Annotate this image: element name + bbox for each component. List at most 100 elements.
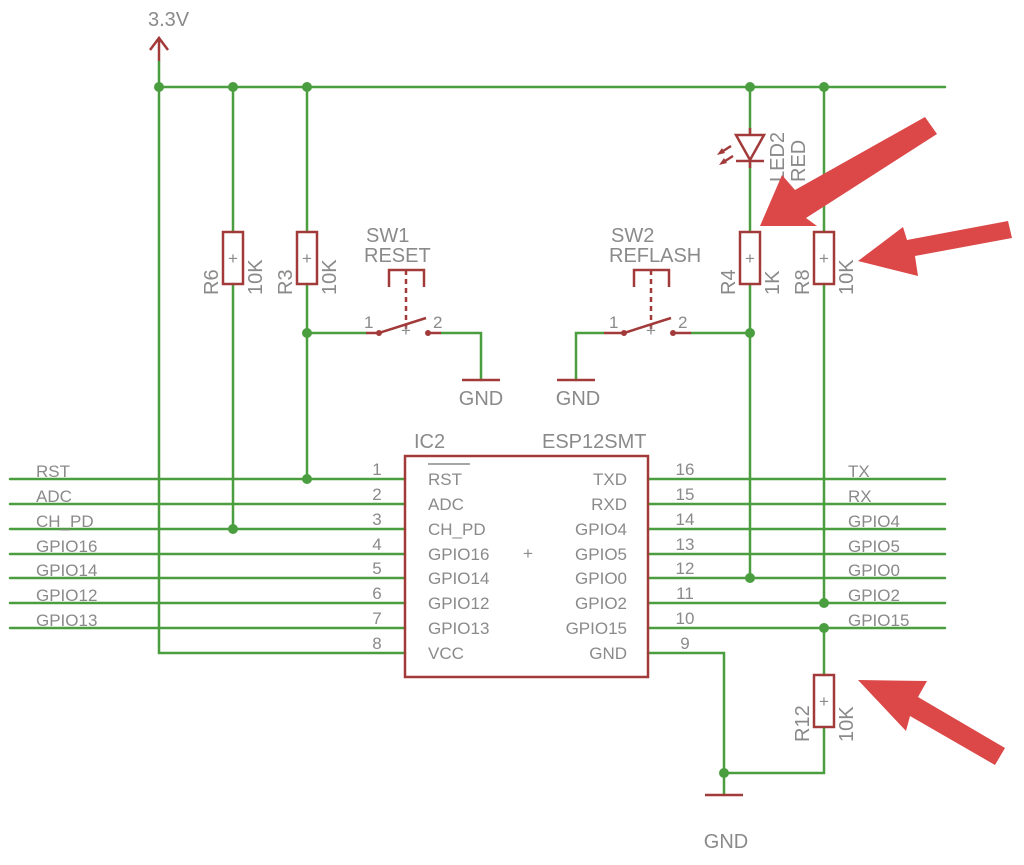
- ic-pin-number: 7: [372, 609, 381, 628]
- r6-value: 10K: [245, 259, 267, 295]
- ic-pin-label: ADC: [428, 495, 464, 514]
- switch-center-mark: +: [646, 321, 656, 340]
- ground-symbol-sw2: GND: [556, 378, 600, 410]
- highlight-arrow-r4: [760, 117, 937, 226]
- r8-value: 10K: [836, 259, 858, 295]
- ic-pin-label: GPIO12: [428, 594, 489, 613]
- r12-name: R12: [792, 705, 814, 742]
- ground-label: GND: [556, 388, 600, 410]
- ic-pin-number: 6: [372, 584, 381, 603]
- ic-pin-label: RXD: [591, 495, 627, 514]
- sw2-pin2: 2: [678, 313, 687, 332]
- ic-pin-number: 5: [372, 559, 381, 578]
- sw2-name: SW2: [611, 225, 654, 247]
- ic-pin-label: VCC: [428, 644, 464, 663]
- net-label: RX: [848, 487, 872, 506]
- resistor-center-mark: +: [302, 249, 312, 268]
- ic-left-pins: RST1RSTADC2ADCCH_PD3CH_PDGPIO164GPIO16GP…: [36, 460, 489, 663]
- ic-pin-label: GPIO5: [575, 545, 627, 564]
- ic-pin-label: GPIO4: [575, 520, 627, 539]
- r8-name: R8: [792, 269, 814, 295]
- sw1-value: RESET: [364, 245, 431, 267]
- ic-pin-label: RST: [428, 470, 462, 489]
- net-label: GPIO0: [848, 561, 900, 580]
- sw2-pin1: 1: [609, 313, 618, 332]
- ic-name: IC2: [414, 431, 445, 453]
- resistor-center-mark: +: [228, 249, 238, 268]
- ic-pin-number: 15: [676, 485, 695, 504]
- ic-pin-label: GPIO0: [575, 569, 627, 588]
- net-label: TX: [848, 462, 870, 481]
- switch-sw1: SW1 RESET + 1 2: [364, 225, 442, 340]
- ic-pin-label: CH_PD: [428, 520, 486, 539]
- ic-pin-number: 8: [372, 634, 381, 653]
- resistor-r12: + R12 10K: [792, 673, 858, 742]
- net-label: ADC: [36, 487, 72, 506]
- resistor-r6: + R6 10K: [201, 230, 267, 295]
- r4-value: 1K: [762, 270, 784, 295]
- resistor-center-mark: +: [819, 692, 829, 711]
- sw1-pin2: 2: [433, 313, 442, 332]
- net-label: GPIO4: [848, 512, 900, 531]
- ground-symbol-ic: GND: [704, 793, 748, 853]
- resistor-center-mark: +: [819, 249, 829, 268]
- ic-pin-label: GND: [589, 644, 627, 663]
- resistor-r8: + R8 10K: [792, 230, 858, 295]
- right-net-lines: [646, 477, 947, 630]
- net-label: GPIO13: [36, 611, 97, 630]
- net-label: GPIO16: [36, 537, 97, 556]
- ic-pin-label: GPIO14: [428, 569, 489, 588]
- highlight-arrows: [760, 117, 1012, 765]
- switch-sw2: SW2 REFLASH + 1 2: [604, 225, 701, 340]
- ic-pin-label: GPIO13: [428, 619, 489, 638]
- led-light-rays-icon: [717, 144, 734, 165]
- r12-value: 10K: [836, 706, 858, 742]
- junction-dots: [154, 82, 829, 778]
- power-supply-symbol: 3.3V: [148, 9, 190, 62]
- supply-label: 3.3V: [148, 9, 190, 31]
- r6-name: R6: [201, 269, 223, 295]
- left-net-lines: [8, 477, 407, 630]
- ic-pin-number: 1: [372, 460, 381, 479]
- ic-center-mark: +: [523, 544, 533, 563]
- net-label: RST: [36, 462, 70, 481]
- wires: [157, 60, 947, 797]
- r3-name: R3: [275, 269, 297, 295]
- led-red: LED2 RED: [717, 128, 810, 182]
- ic-pin-number: 9: [680, 634, 689, 653]
- ground-symbol-sw1: GND: [459, 378, 503, 410]
- ic-pin-number: 16: [676, 460, 695, 479]
- net-label: GPIO14: [36, 561, 97, 580]
- ic-pin-number: 3: [372, 510, 381, 529]
- ic-pin-number: 4: [372, 535, 381, 554]
- resistor-center-mark: +: [745, 249, 755, 268]
- ic-pin-number: 10: [676, 609, 695, 628]
- ic-pin-number: 11: [676, 584, 694, 603]
- net-label: GPIO12: [36, 586, 97, 605]
- ic-part: ESP12SMT: [542, 431, 646, 453]
- ic-pin-label: GPIO16: [428, 545, 489, 564]
- resistor-r3: + R3 10K: [275, 230, 341, 295]
- ic-pin-label: GPIO2: [575, 594, 627, 613]
- highlight-arrow-r8: [858, 221, 1012, 276]
- ground-label: GND: [459, 388, 503, 410]
- ic-pin-number: 2: [372, 485, 381, 504]
- net-label: GPIO5: [848, 537, 900, 556]
- ic-pin-number: 14: [676, 510, 695, 529]
- highlight-arrow-r12: [858, 680, 1005, 765]
- net-label: CH_PD: [36, 512, 94, 531]
- r4-name: R4: [718, 269, 740, 295]
- ic-esp12smt: IC2 ESP12SMT + RST1RSTADC2ADCCH_PD3CH_PD…: [36, 431, 910, 679]
- ground-label: GND: [704, 831, 748, 853]
- ic-pin-label: TXD: [593, 470, 627, 489]
- net-label: GPIO15: [848, 611, 909, 630]
- ic-pin-number: 13: [676, 535, 695, 554]
- r3-value: 10K: [319, 259, 341, 295]
- sw1-name: SW1: [366, 225, 409, 247]
- led-name: LED2: [767, 132, 789, 182]
- resistor-r4: + R4 1K: [718, 230, 784, 295]
- ic-pin-number: 12: [676, 559, 695, 578]
- sw1-pin1: 1: [364, 313, 373, 332]
